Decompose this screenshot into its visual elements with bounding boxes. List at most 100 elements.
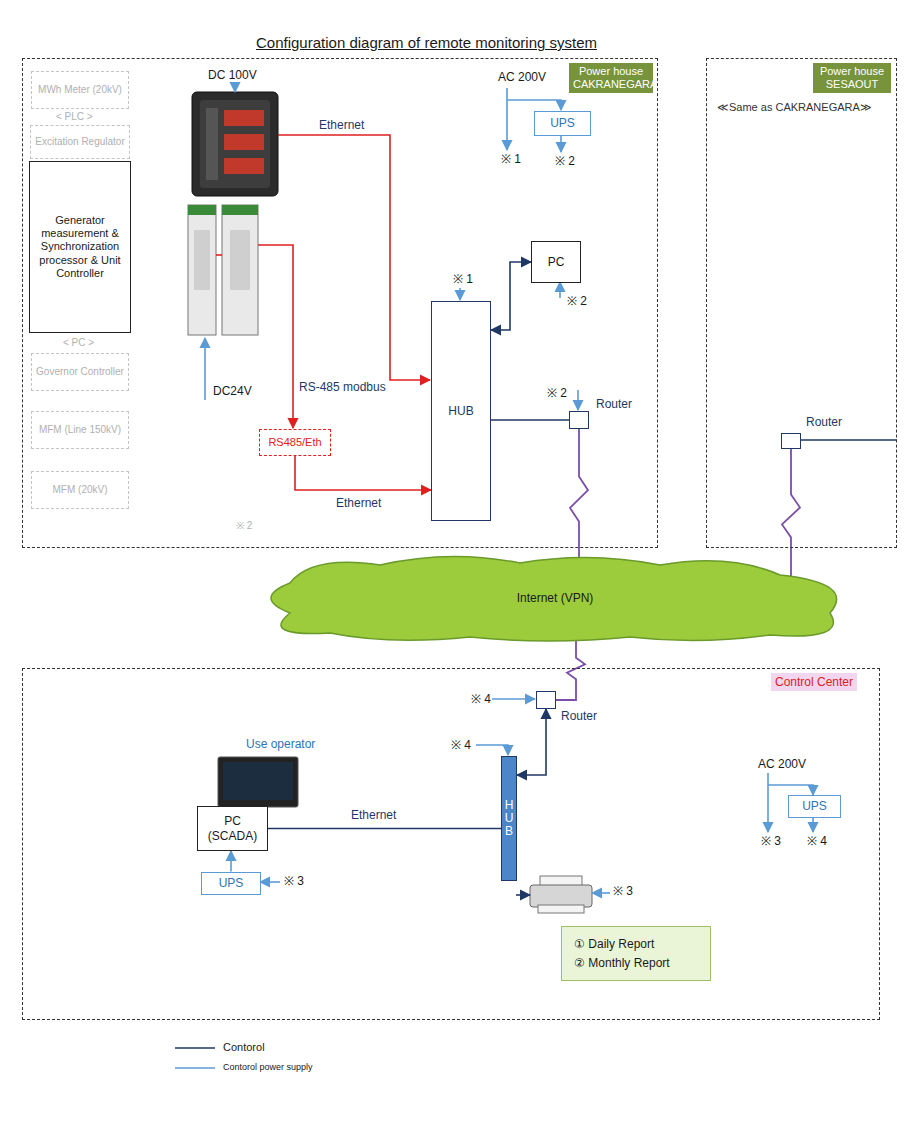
monitor-frame: [218, 757, 298, 807]
callout-number: ※ 1: [452, 272, 474, 286]
node-text: ① Daily Report: [574, 937, 654, 951]
wire: [516, 894, 530, 896]
connector: [230, 851, 232, 872]
hub-box: HUB: [431, 301, 491, 521]
wire: [459, 288, 461, 300]
equipment-box: Governor Controller: [31, 353, 129, 391]
router-box: Router: [536, 691, 556, 709]
callout-number: ※ 2: [554, 154, 576, 168]
printer-body: [530, 885, 592, 907]
router-box: Router: [569, 411, 589, 429]
note-label: Use operator: [245, 737, 316, 751]
ups-box: UPS: [788, 795, 841, 818]
wire: [768, 785, 813, 795]
meter-display: [224, 110, 264, 126]
callout-number: ※ 2: [566, 294, 588, 308]
node-text: MFM (20kV): [53, 484, 108, 496]
legend-text: Contorol power supply: [222, 1062, 314, 1073]
node-text: Power house CAKRANEGARA: [569, 63, 653, 93]
node-text: PC: [548, 255, 565, 269]
node-text: HUB: [448, 404, 473, 418]
wire: [506, 88, 508, 150]
edge-label: Ethernet: [335, 496, 382, 510]
callout-number: ※ 4: [806, 834, 828, 848]
plc-module-top: [222, 205, 258, 215]
node-text: MWh Meter (20kV): [38, 84, 122, 96]
meter-body: [192, 92, 278, 196]
wire: [258, 245, 293, 428]
power-meter: [192, 92, 278, 196]
plc-module-top: [188, 205, 216, 215]
wire: [560, 135, 562, 152]
callout-number: ※ 2: [235, 520, 253, 532]
note-label: DC24V: [212, 384, 253, 398]
wire: [204, 338, 206, 400]
equipment-box: MFM (Line 150kV): [31, 411, 129, 449]
connector: [295, 456, 431, 490]
hub-box: HUB: [501, 756, 517, 881]
node-text: MFM (Line 150kV): [39, 424, 121, 436]
wire: [260, 881, 280, 883]
ups-box: UPS: [534, 111, 591, 136]
node-text: PC (SCADA): [198, 814, 267, 843]
router-box: Router: [781, 433, 801, 449]
callout-number: ※ 4: [450, 738, 472, 752]
wire: [812, 815, 814, 832]
node-text: RS485/Eth: [268, 436, 321, 449]
connector: [570, 429, 588, 565]
callout-number: ※ 3: [612, 884, 634, 898]
printer: [530, 876, 592, 913]
note-label: < PLC >: [55, 111, 94, 123]
node-text: Internet (VPN): [517, 591, 594, 605]
wire: [492, 698, 535, 700]
node-text: HUB: [503, 799, 515, 839]
connector: [491, 419, 569, 421]
wire: [216, 254, 222, 256]
wire: [278, 135, 430, 380]
node-text: Router: [806, 415, 842, 429]
node-text: UPS: [219, 876, 244, 890]
meter-display: [224, 134, 264, 150]
region-panel: Control CenterRouterHUB PC (SCADA) UPS ① Da…: [22, 668, 880, 1020]
cloud-outline: [271, 556, 837, 641]
node-text: Governor Controller: [36, 366, 124, 378]
callout-number: ※ 3: [283, 874, 305, 888]
converter-box: RS485/Eth: [259, 429, 331, 456]
wire: [175, 1047, 215, 1049]
equipment-box: Excitation Regulator: [30, 125, 130, 159]
node-text: ② Monthly Report: [574, 956, 670, 970]
connector: [491, 262, 531, 330]
callout-number: ※ 4: [470, 692, 492, 706]
pc-box: PC: [531, 241, 581, 283]
note-label: AC 200V: [757, 757, 807, 771]
edge-label: Ethernet: [350, 808, 397, 822]
internet-cloud: Internet (VPN): [250, 553, 860, 643]
node-text: ≪Same as CAKRANEGARA≫: [717, 101, 872, 114]
plc-panel: [194, 230, 210, 290]
controller-box: Generator measurement & Synchronization …: [29, 161, 131, 333]
wire: [476, 745, 508, 755]
plc-panel: [230, 230, 250, 290]
wire: [577, 390, 579, 410]
callout-number: ※ 1: [500, 152, 522, 166]
printer-tray: [538, 905, 584, 913]
wire: [507, 100, 561, 110]
legend-text: Contorol: [222, 1041, 266, 1054]
connector: [782, 449, 800, 579]
equipment-box: MFM (20kV): [31, 471, 129, 509]
plc-module: [222, 205, 258, 335]
wire: [175, 1067, 215, 1069]
callout-number: ※ 2: [546, 386, 568, 400]
node-text: Control Center: [771, 673, 857, 691]
plc-module: [188, 205, 216, 335]
pc-box: PC (SCADA): [197, 806, 268, 851]
ups-box: UPS: [201, 872, 261, 895]
monitor-screen: [223, 762, 293, 800]
region-panel: Power house SESAOUT≪Same as CAKRANEGARA≫…: [706, 58, 897, 548]
wire: [559, 282, 561, 298]
wire: [800, 439, 897, 441]
meter-display: [224, 158, 264, 174]
node-text: UPS: [550, 116, 575, 130]
callout-number: ※ 3: [760, 834, 782, 848]
note-label: < PC >: [62, 337, 95, 349]
